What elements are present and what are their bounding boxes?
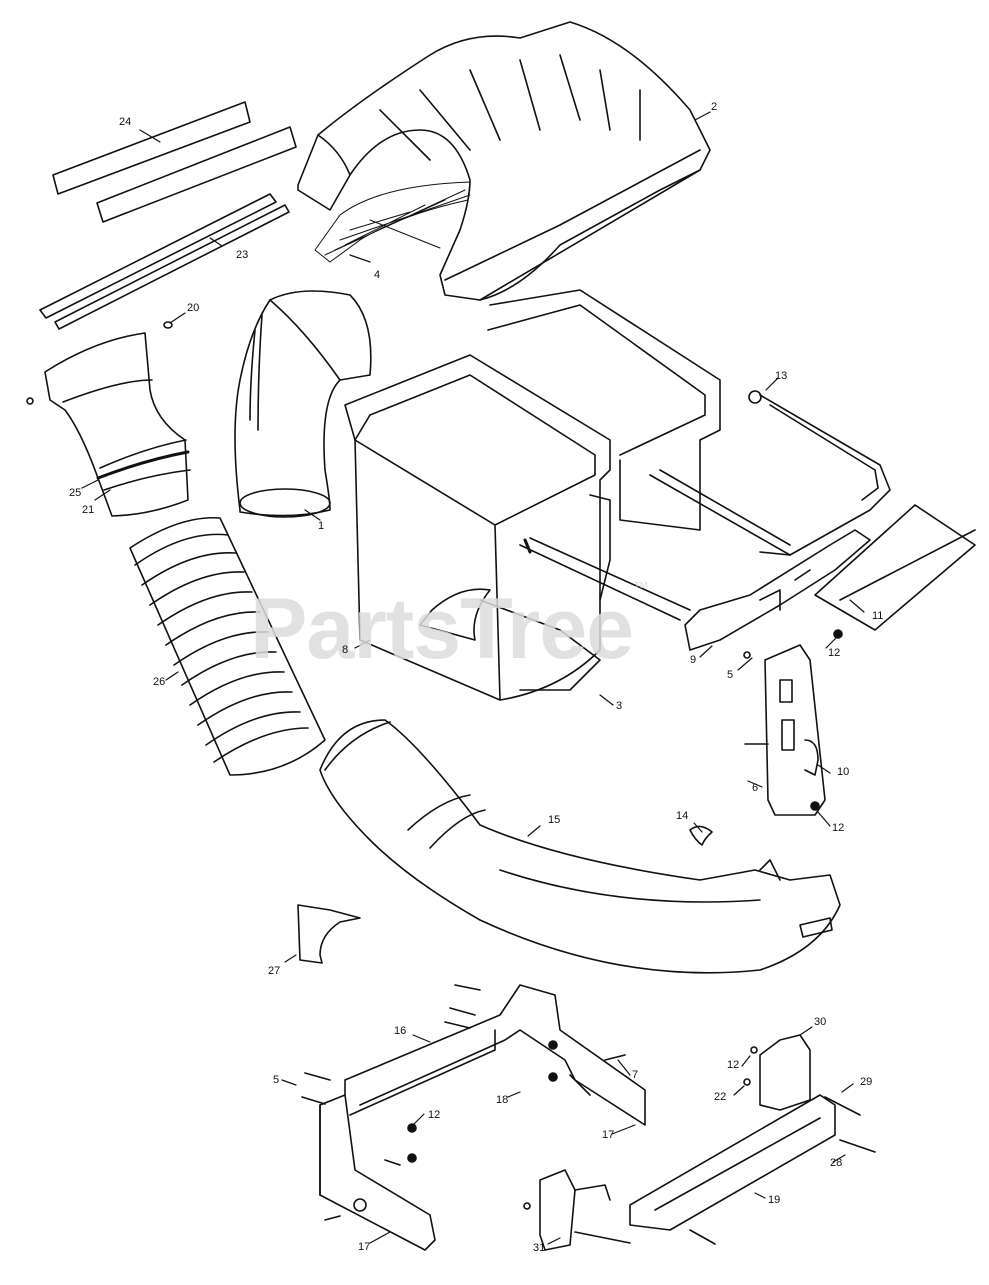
part-2-lid xyxy=(297,21,711,301)
callout-8: 8 xyxy=(342,644,349,656)
callout-12-d: 12 xyxy=(727,1059,740,1071)
part-21-adapter xyxy=(26,321,191,517)
callout-29: 29 xyxy=(860,1076,873,1088)
part-14-clip xyxy=(689,825,713,846)
callout-27: 27 xyxy=(268,965,281,977)
callout-6: 6 xyxy=(752,782,759,794)
callout-23: 23 xyxy=(236,249,249,261)
part-4-screen xyxy=(314,181,471,263)
callout-21: 21 xyxy=(82,504,95,516)
callout-20: 20 xyxy=(187,302,200,314)
part-24-strips xyxy=(52,101,297,223)
callout-leaders xyxy=(81,111,865,1245)
part-15-tube xyxy=(319,719,841,974)
callout-5-lower: 5 xyxy=(273,1074,280,1086)
part-13-handle-frame xyxy=(519,390,891,621)
part-19-weight-assembly xyxy=(523,1034,876,1251)
callout-5-upper: 5 xyxy=(727,669,734,681)
callout-10: 10 xyxy=(837,766,850,778)
callout-11: 11 xyxy=(872,610,884,622)
callout-1: 1 xyxy=(318,520,325,532)
callout-18: 18 xyxy=(496,1094,509,1106)
part-8-bags xyxy=(344,289,721,701)
callout-28: 28 xyxy=(830,1157,843,1169)
callout-24: 24 xyxy=(119,116,132,128)
callout-16: 16 xyxy=(394,1025,407,1037)
callout-9: 9 xyxy=(690,654,697,666)
callout-17-a: 17 xyxy=(602,1129,615,1141)
watermark: PartsTree™ xyxy=(250,580,649,677)
part-26-hose xyxy=(129,516,326,776)
callout-15: 15 xyxy=(548,814,561,826)
callout-12-c: 12 xyxy=(428,1109,441,1121)
part-1-chute xyxy=(234,290,372,518)
part-23-seals xyxy=(39,193,290,330)
callout-12-b: 12 xyxy=(832,822,845,834)
callout-22: 22 xyxy=(714,1091,727,1103)
callout-14: 14 xyxy=(676,810,689,822)
callout-3: 3 xyxy=(616,700,623,712)
callout-13: 13 xyxy=(775,370,788,382)
callout-26: 26 xyxy=(153,676,166,688)
callout-17-b: 17 xyxy=(358,1241,371,1253)
part-11-rod xyxy=(814,504,976,631)
part-10-plate xyxy=(743,629,843,816)
callout-30: 30 xyxy=(814,1016,827,1028)
callout-7: 7 xyxy=(632,1069,639,1081)
callout-19: 19 xyxy=(768,1194,781,1206)
callout-2: 2 xyxy=(711,101,718,113)
callout-31: 31 xyxy=(533,1242,546,1254)
part-16-17-frame xyxy=(301,984,646,1251)
part-9-bracket xyxy=(684,529,871,651)
part-27-deflector xyxy=(297,904,361,964)
callout-12-a: 12 xyxy=(828,647,841,659)
callout-4: 4 xyxy=(374,269,381,281)
callout-25: 25 xyxy=(69,487,82,499)
